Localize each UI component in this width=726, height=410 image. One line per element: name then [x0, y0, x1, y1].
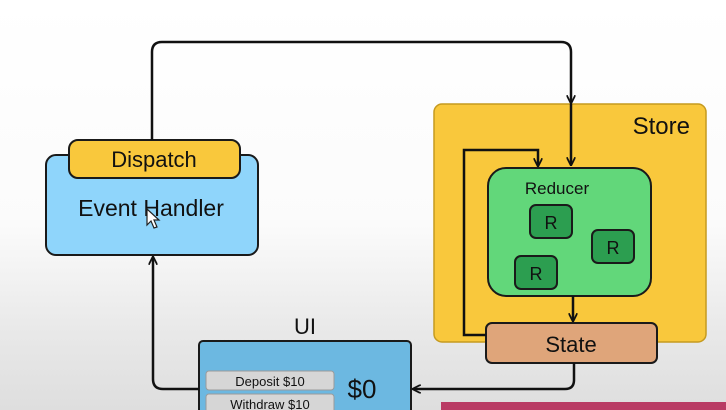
accent-strip: [441, 402, 726, 410]
dispatch-tab: Dispatch: [68, 139, 241, 179]
reducer-item-label: R: [530, 264, 543, 284]
deposit-button-label: Deposit $10: [235, 374, 304, 389]
store-label: Store: [633, 113, 690, 140]
reducer-item-2: R: [591, 229, 635, 264]
reducer-label: Reducer: [525, 179, 590, 198]
balance-display: $0: [348, 374, 377, 404]
deposit-button[interactable]: Deposit $10: [205, 370, 335, 391]
state-label: State: [545, 332, 596, 357]
reducer-box: Reducer R R R: [487, 167, 652, 297]
ui-to-event-handler-arrow: [153, 258, 199, 391]
reducer-item-3: R: [514, 255, 558, 290]
reducer-item-label: R: [607, 238, 620, 258]
mouse-cursor-icon: [146, 207, 161, 229]
state-to-reducer-loop-arrow: [462, 148, 538, 337]
withdraw-button-label: Withdraw $10: [230, 397, 309, 410]
state-box: State: [485, 322, 658, 364]
reducer-item-1: R: [529, 204, 573, 239]
event-handler-box: Event Handler: [45, 154, 259, 256]
ui-label: UI: [294, 314, 316, 339]
dispatch-label: Dispatch: [111, 147, 197, 172]
dispatch-to-store-arrow: [150, 40, 571, 140]
withdraw-button[interactable]: Withdraw $10: [205, 393, 335, 410]
state-to-ui-arrow: [414, 363, 576, 389]
reducer-item-label: R: [545, 213, 558, 233]
